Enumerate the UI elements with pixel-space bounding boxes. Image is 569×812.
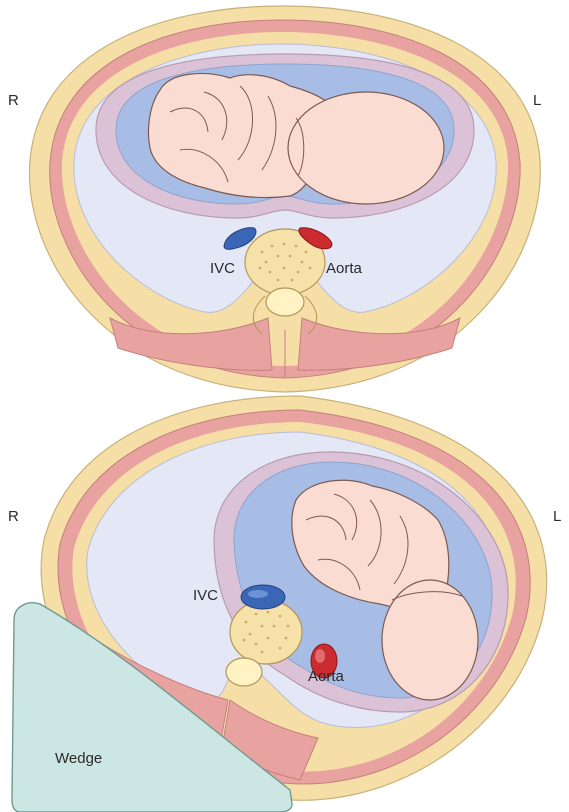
aorta-label-bottom: Aorta xyxy=(308,669,344,684)
aorta-label-top: Aorta xyxy=(326,261,362,276)
side-label-left-top: L xyxy=(533,93,541,108)
fetus-head xyxy=(288,92,444,204)
side-label-right-bottom: R xyxy=(8,509,19,524)
vertebral-body-tilted xyxy=(230,600,302,664)
supine-cross-section xyxy=(29,6,540,392)
spinal-canal xyxy=(266,288,304,316)
ivc-label-bottom: IVC xyxy=(193,588,218,603)
side-label-left-bottom: L xyxy=(553,509,561,524)
spinal-canal-tilted xyxy=(226,658,262,686)
ivc-label-top: IVC xyxy=(210,261,235,276)
side-label-right-top: R xyxy=(8,93,19,108)
wedge-label: Wedge xyxy=(55,751,102,766)
